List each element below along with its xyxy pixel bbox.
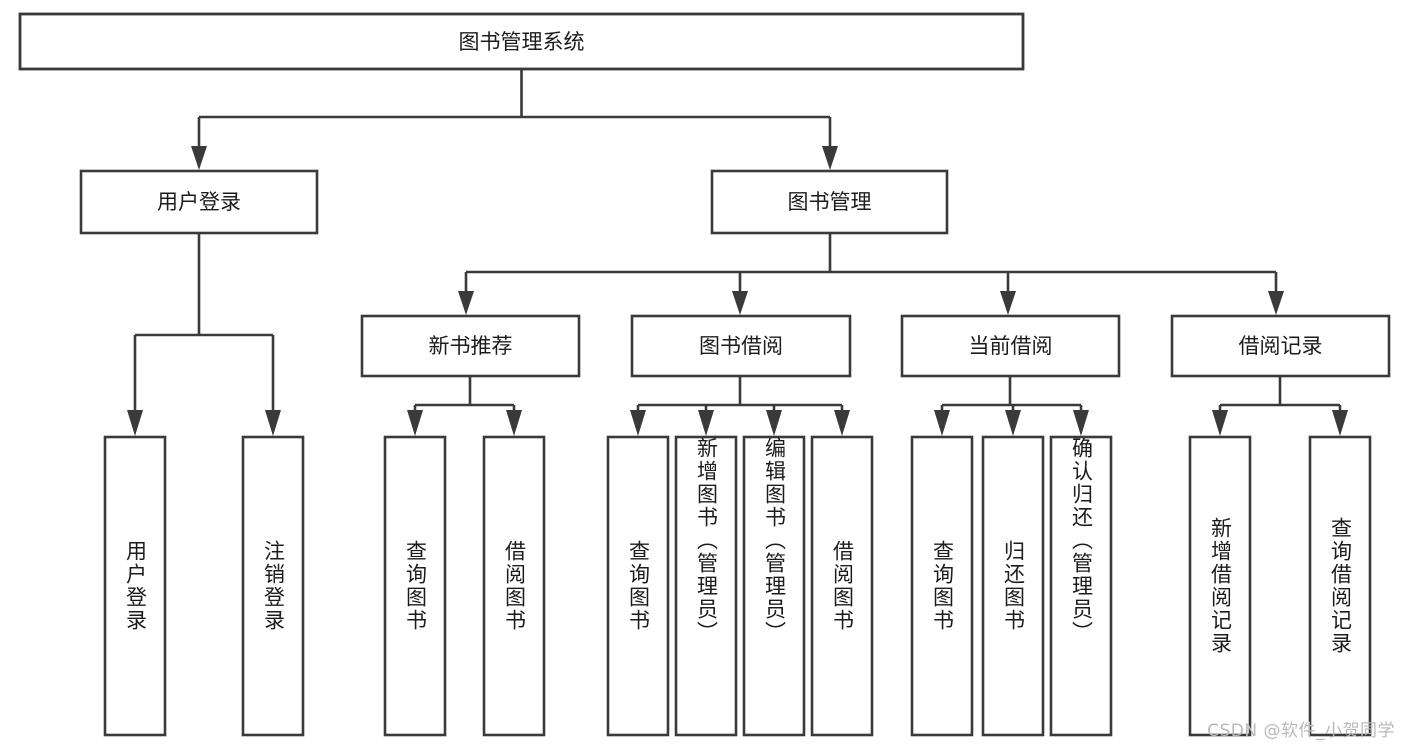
node-book-manage-box[interactable] (710, 169, 949, 235)
node-user-login-box[interactable] (79, 169, 319, 235)
node-book-borrow-box[interactable] (630, 314, 852, 378)
node-book-manage-label: 图书管理 (788, 190, 872, 214)
leaf-edit-book-box[interactable] (742, 435, 806, 737)
node-borrow-record-box[interactable] (1170, 314, 1391, 378)
arrow-to-leaf-query-book-3 (934, 410, 950, 436)
arrow-to-leaf-borrow-book-1 (506, 410, 522, 436)
leaf-query-book-2-box[interactable] (606, 435, 670, 737)
arrow-to-book-borrow (732, 291, 748, 315)
node-new-book-recommend[interactable]: 新书推荐 (360, 314, 581, 378)
arrow-to-leaf-query-book-2 (630, 410, 646, 436)
node-current-borrow-label: 当前借阅 (969, 334, 1053, 358)
leaf-query-book-3-box[interactable] (910, 435, 974, 737)
node-current-borrow[interactable]: 当前借阅 (900, 314, 1121, 378)
leaf-logout-box[interactable] (241, 435, 305, 737)
node-current-borrow-box[interactable] (900, 314, 1121, 378)
node-root-label: 图书管理系统 (459, 30, 585, 54)
arrow-to-leaf-edit-book (766, 410, 782, 436)
node-new-book-recommend-box[interactable] (360, 314, 581, 378)
leaf-query-record-box[interactable] (1308, 435, 1372, 737)
node-new-book-recommend-label: 新书推荐 (429, 334, 513, 358)
leaf-borrow-book-1-box[interactable] (482, 435, 546, 737)
arrow-to-leaf-confirm-return (1073, 410, 1089, 436)
arrow-to-leaf-logout (265, 410, 281, 436)
leaf-borrow-book-2-box[interactable] (810, 435, 874, 737)
leaf-return-book-box[interactable] (981, 435, 1045, 737)
arrow-to-borrow-record (1268, 291, 1284, 315)
leaf-query-book-1-box[interactable] (383, 435, 447, 737)
node-book-manage[interactable]: 图书管理 (710, 169, 949, 235)
node-borrow-record-label: 借阅记录 (1239, 334, 1323, 358)
arrow-to-current-borrow (1000, 291, 1016, 315)
node-book-borrow-label: 图书借阅 (699, 334, 783, 358)
node-book-borrow[interactable]: 图书借阅 (630, 314, 852, 378)
leaf-add-record-box[interactable] (1188, 435, 1252, 737)
arrow-to-leaf-query-book-1 (407, 410, 423, 436)
node-borrow-record[interactable]: 借阅记录 (1170, 314, 1391, 378)
arrow-to-new-book-recommend (458, 291, 474, 315)
arrow-to-leaf-add-book (698, 410, 714, 436)
arrow-to-leaf-add-record (1212, 410, 1228, 436)
leaf-user-login-box[interactable] (103, 435, 167, 737)
arrow-to-book-manage (822, 146, 838, 170)
arrow-to-leaf-user-login (127, 410, 143, 436)
node-user-login[interactable]: 用户登录 (79, 169, 319, 235)
leaf-confirm-return-box[interactable] (1049, 435, 1113, 737)
leaf-add-book-box[interactable] (674, 435, 738, 737)
node-user-login-label: 用户登录 (157, 190, 241, 214)
node-layer: 图书管理系统 用户登录 图书管理 新书推荐 图书借阅 (18, 12, 1391, 737)
edge-layer (127, 69, 1348, 436)
arrow-to-leaf-query-record (1332, 410, 1348, 436)
leaf-layer (103, 435, 1372, 737)
arrow-to-leaf-borrow-book-2 (834, 410, 850, 436)
node-root[interactable]: 图书管理系统 (18, 12, 1025, 71)
node-root-box[interactable] (18, 12, 1025, 71)
arrow-to-leaf-return-book (1005, 410, 1021, 436)
watermark-text: CSDN @软件_小贺同学 (1207, 721, 1395, 741)
arrow-to-user-login (191, 146, 207, 170)
